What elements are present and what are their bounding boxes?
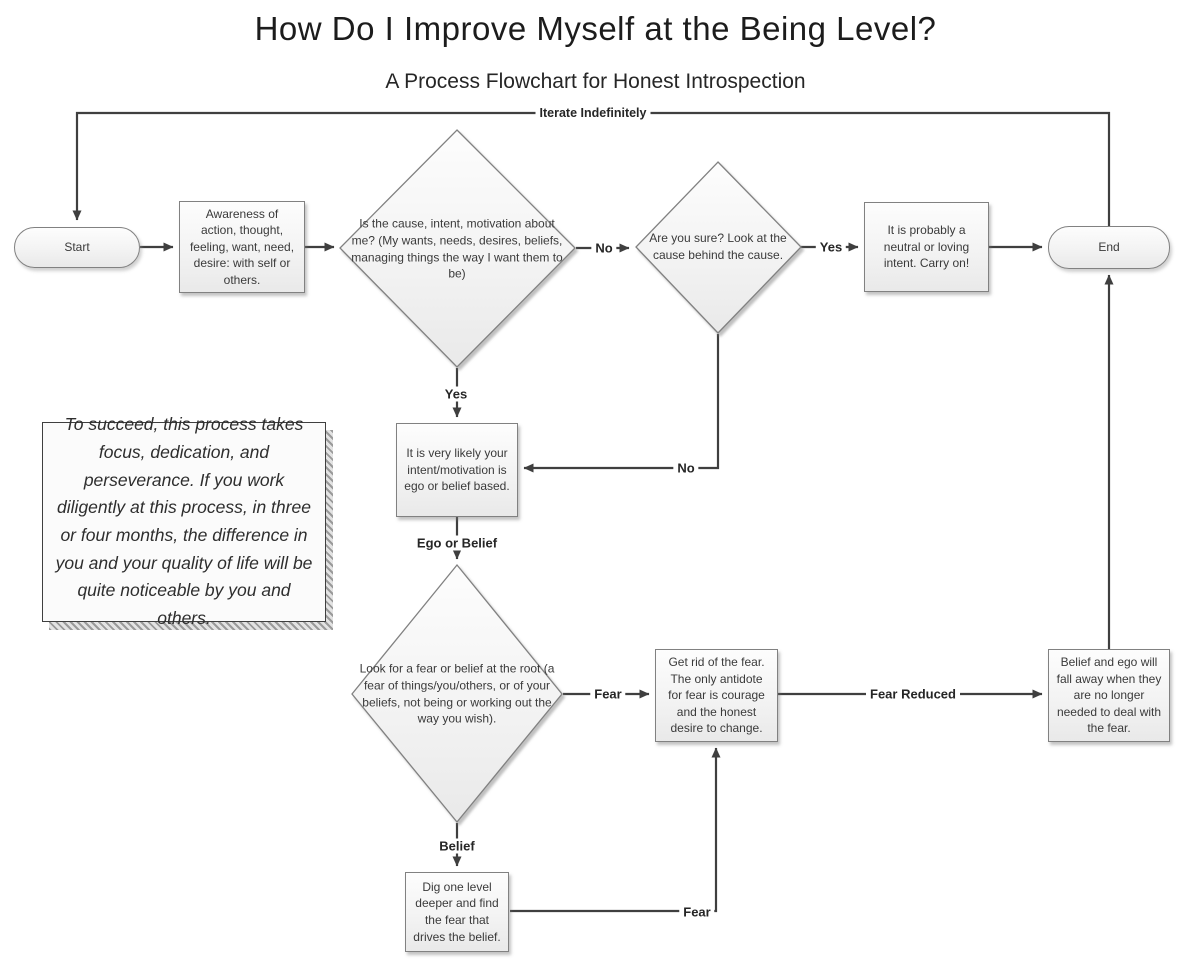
edge-label-iterate-indefinitely: Iterate Indefinitely xyxy=(535,106,651,120)
decision-are-you-sure-text: Are you sure? Look at the cause behind t… xyxy=(649,231,787,262)
decision-fear-or-belief-text: Look for a fear or belief at the root (a… xyxy=(359,661,555,726)
edge-label-yes-to-ego: Yes xyxy=(440,386,472,402)
node-start: Start xyxy=(14,227,140,268)
edge-label-fear-reduced: Fear Reduced xyxy=(866,686,960,702)
decision-are-you-sure-shape xyxy=(635,161,802,334)
edge-label-fear-from-dig: Fear xyxy=(679,904,715,920)
edge-label-no-to-ego: No xyxy=(673,460,699,476)
note-callout: To succeed, this process takes focus, de… xyxy=(42,414,326,628)
node-get-rid-fear: Get rid of the fear. The only antidote f… xyxy=(655,649,778,742)
edge-label-belief-to-dig: Belief xyxy=(435,838,479,854)
connector-dig-fear-to-antidote xyxy=(510,747,721,913)
node-awareness: Awareness of action, thought, feeling, w… xyxy=(179,201,305,293)
decision-cause-about-me-text: Is the cause, intent, motivation about m… xyxy=(351,216,563,281)
node-neutral-intent: It is probably a neutral or loving inten… xyxy=(864,202,989,292)
node-dig-deeper: Dig one level deeper and find the fear t… xyxy=(405,872,509,952)
page-title: How Do I Improve Myself at the Being Lev… xyxy=(254,10,937,47)
edge-label-ego-or-belief: Ego or Belief xyxy=(412,535,502,551)
edge-label-fear-to-antidote: Fear xyxy=(590,686,626,702)
edge-label-no-to-sure: No xyxy=(591,240,617,256)
page-subtitle: A Process Flowchart for Honest Introspec… xyxy=(385,70,806,93)
edge-label-yes-to-neutral: Yes xyxy=(815,239,847,255)
node-ego-belief: It is very likely your intent/motivation… xyxy=(396,423,518,517)
decision-cause-about-me-shape xyxy=(339,129,576,368)
node-belief-ego-fall: Belief and ego will fall away when they … xyxy=(1048,649,1170,742)
decision-fear-or-belief-shape xyxy=(351,563,563,824)
node-end: End xyxy=(1048,226,1170,269)
connector-sure-no-to-ego xyxy=(523,334,720,473)
